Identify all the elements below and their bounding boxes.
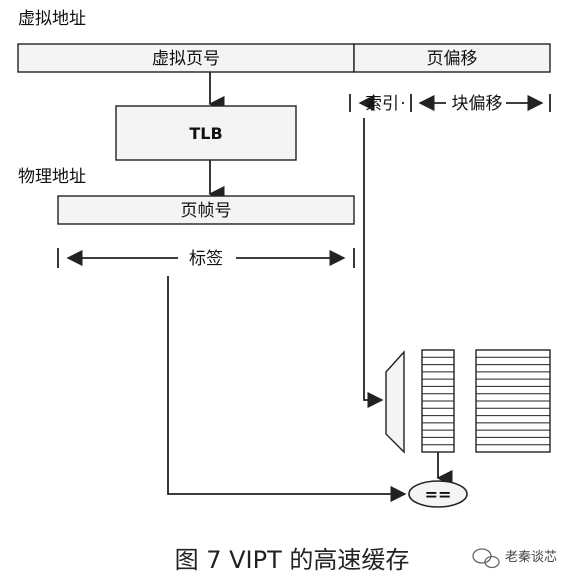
wechat-icon [472, 548, 500, 569]
virtual-page-number-label: 虚拟页号 [152, 49, 220, 69]
virtual-address-label: 虚拟地址 [18, 9, 86, 29]
index-to-decoder-line [363, 118, 384, 409]
figure-caption: 图 7 VIPT 的高速缓存 [175, 546, 410, 574]
index-decoder [385, 350, 405, 454]
page-frame-number-label: 页帧号 [181, 201, 232, 221]
index-label: 索引 [365, 94, 399, 114]
tlb-box [115, 105, 297, 161]
offset-span-markers [349, 94, 551, 112]
tag-label: 标签 [189, 249, 223, 269]
data-array [475, 349, 551, 453]
comparator [408, 480, 468, 508]
page-frame-number-field [57, 195, 355, 225]
virtual-address-bar: 虚拟页号 页偏移 [17, 43, 551, 73]
comparator-label: == [425, 485, 452, 504]
physical-address-label: 物理地址 [18, 167, 86, 187]
tag-span [57, 248, 355, 268]
tlb-label: TLB [189, 124, 222, 143]
block-offset-label: 块偏移 [452, 94, 503, 114]
page-offset-label: 页偏移 [427, 49, 478, 69]
tag-array [421, 349, 455, 453]
page-offset-field [353, 43, 551, 73]
watermark: 老秦谈芯 [472, 548, 557, 569]
tag-to-compare-line [167, 276, 407, 503]
virtual-page-number-field [17, 43, 355, 73]
watermark-text: 老秦谈芯 [505, 550, 557, 565]
